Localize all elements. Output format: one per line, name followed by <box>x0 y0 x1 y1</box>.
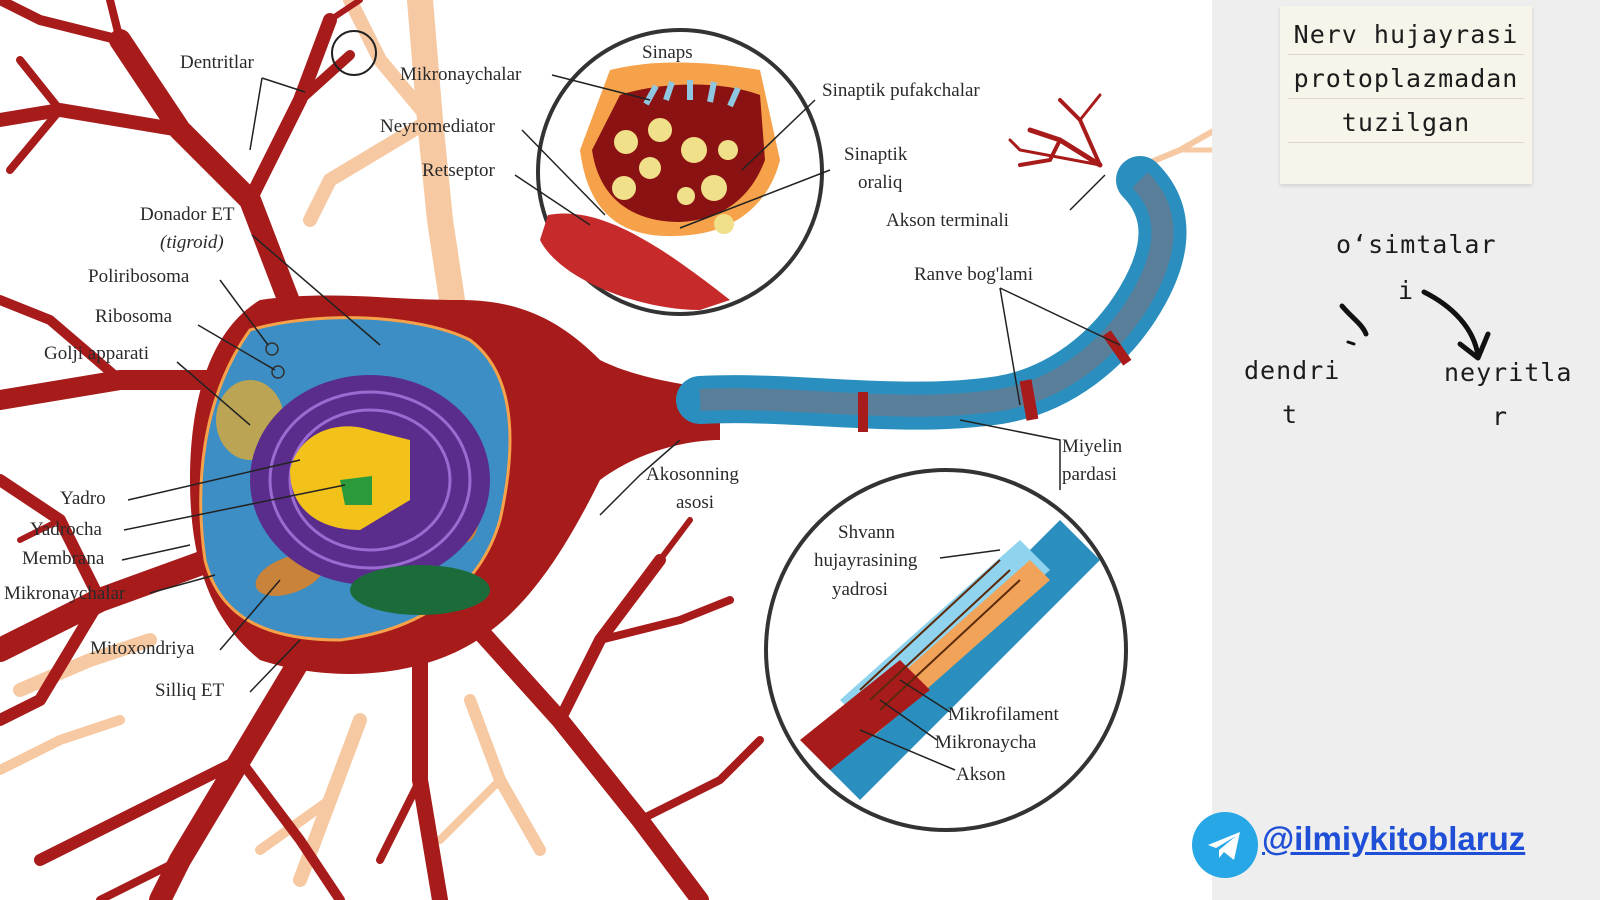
note-line-2: protoplazmadan <box>1293 64 1519 93</box>
osimtalar-i-text: i <box>1398 276 1415 305</box>
label-sinaptik: Sinaptik <box>844 144 908 165</box>
label-yadrosi: yadrosi <box>832 579 888 600</box>
neuron-dendrites <box>0 0 764 900</box>
sticky-note: Nerv hujayrasi protoplazmadan tuzilgan <box>1280 6 1532 184</box>
note-line-3: tuzilgan <box>1341 108 1471 137</box>
label-hujayrasining: hujayrasining <box>814 550 918 571</box>
label-membrana: Membrana <box>22 548 105 569</box>
background-dendrites <box>0 0 1218 887</box>
telegram-handle-link[interactable]: @ilmiykitoblaruz <box>1262 820 1526 857</box>
label-retseptor: Retseptor <box>422 160 495 181</box>
label-oraliq: oraliq <box>858 172 903 193</box>
leader-lines <box>121 74 1121 771</box>
myelin-inset <box>764 468 1128 832</box>
label-ranve: Ranve bog'lami <box>914 264 1033 285</box>
label-silliq-et: Silliq ET <box>155 680 225 701</box>
label-mikrofilament: Mikrofilament <box>948 704 1060 725</box>
nucleus <box>250 375 490 615</box>
label-tigroid: (tigroid) <box>160 232 224 253</box>
arrow-left-icon <box>1339 303 1369 337</box>
label-dentritlar: Dentritlar <box>180 52 255 73</box>
osimtalar-text: o‘simtalar <box>1336 230 1497 259</box>
label-asosi: asosi <box>676 492 714 513</box>
label-mikronaychalar-top: Mikronaychalar <box>400 64 522 85</box>
label-akosonning: Akosonning <box>646 464 739 485</box>
label-mitoxondriya: Mitoxondriya <box>90 638 195 659</box>
label-sinaptik-pufakchalar: Sinaptik pufakchalar <box>822 80 980 101</box>
label-neyromediator: Neyromediator <box>380 116 496 137</box>
axon-terminal <box>1008 93 1103 168</box>
label-donador-et: Donador ET <box>140 204 235 225</box>
axon <box>676 156 1187 432</box>
label-shvann: Shvann <box>838 522 896 543</box>
label-yadro: Yadro <box>60 488 106 509</box>
notes-panel: Nerv hujayrasi protoplazmadan tuzilgan o… <box>1212 0 1600 900</box>
label-akson: Akson <box>956 764 1006 785</box>
arrows <box>1339 289 1491 361</box>
label-akson-terminali: Akson terminali <box>886 210 1009 231</box>
label-mikronaychalar-left: Mikronaychalar <box>4 583 126 604</box>
dendrit-text-b: t <box>1282 400 1299 429</box>
arrow-right-icon <box>1421 289 1481 359</box>
label-miyelin: Miyelin <box>1062 436 1123 457</box>
dendrit-text-a: dendri <box>1244 356 1341 385</box>
neyritlar-text-a: neyritla <box>1444 358 1573 387</box>
note-line-1: Nerv hujayrasi <box>1293 20 1519 49</box>
telegram-icon[interactable] <box>1192 812 1258 878</box>
zoom-marker <box>331 30 377 76</box>
label-poliribosoma: Poliribosoma <box>88 266 190 287</box>
label-pardasi: pardasi <box>1062 464 1117 485</box>
label-yadrocha: Yadrocha <box>30 519 103 540</box>
label-ribosoma: Ribosoma <box>95 306 173 327</box>
label-golji: Golji apparati <box>44 343 149 364</box>
label-mikronaycha: Mikronaycha <box>935 732 1037 753</box>
label-sinaps: Sinaps <box>642 42 693 63</box>
synapse-inset <box>536 28 824 316</box>
neyritlar-text-b: r <box>1492 402 1509 431</box>
